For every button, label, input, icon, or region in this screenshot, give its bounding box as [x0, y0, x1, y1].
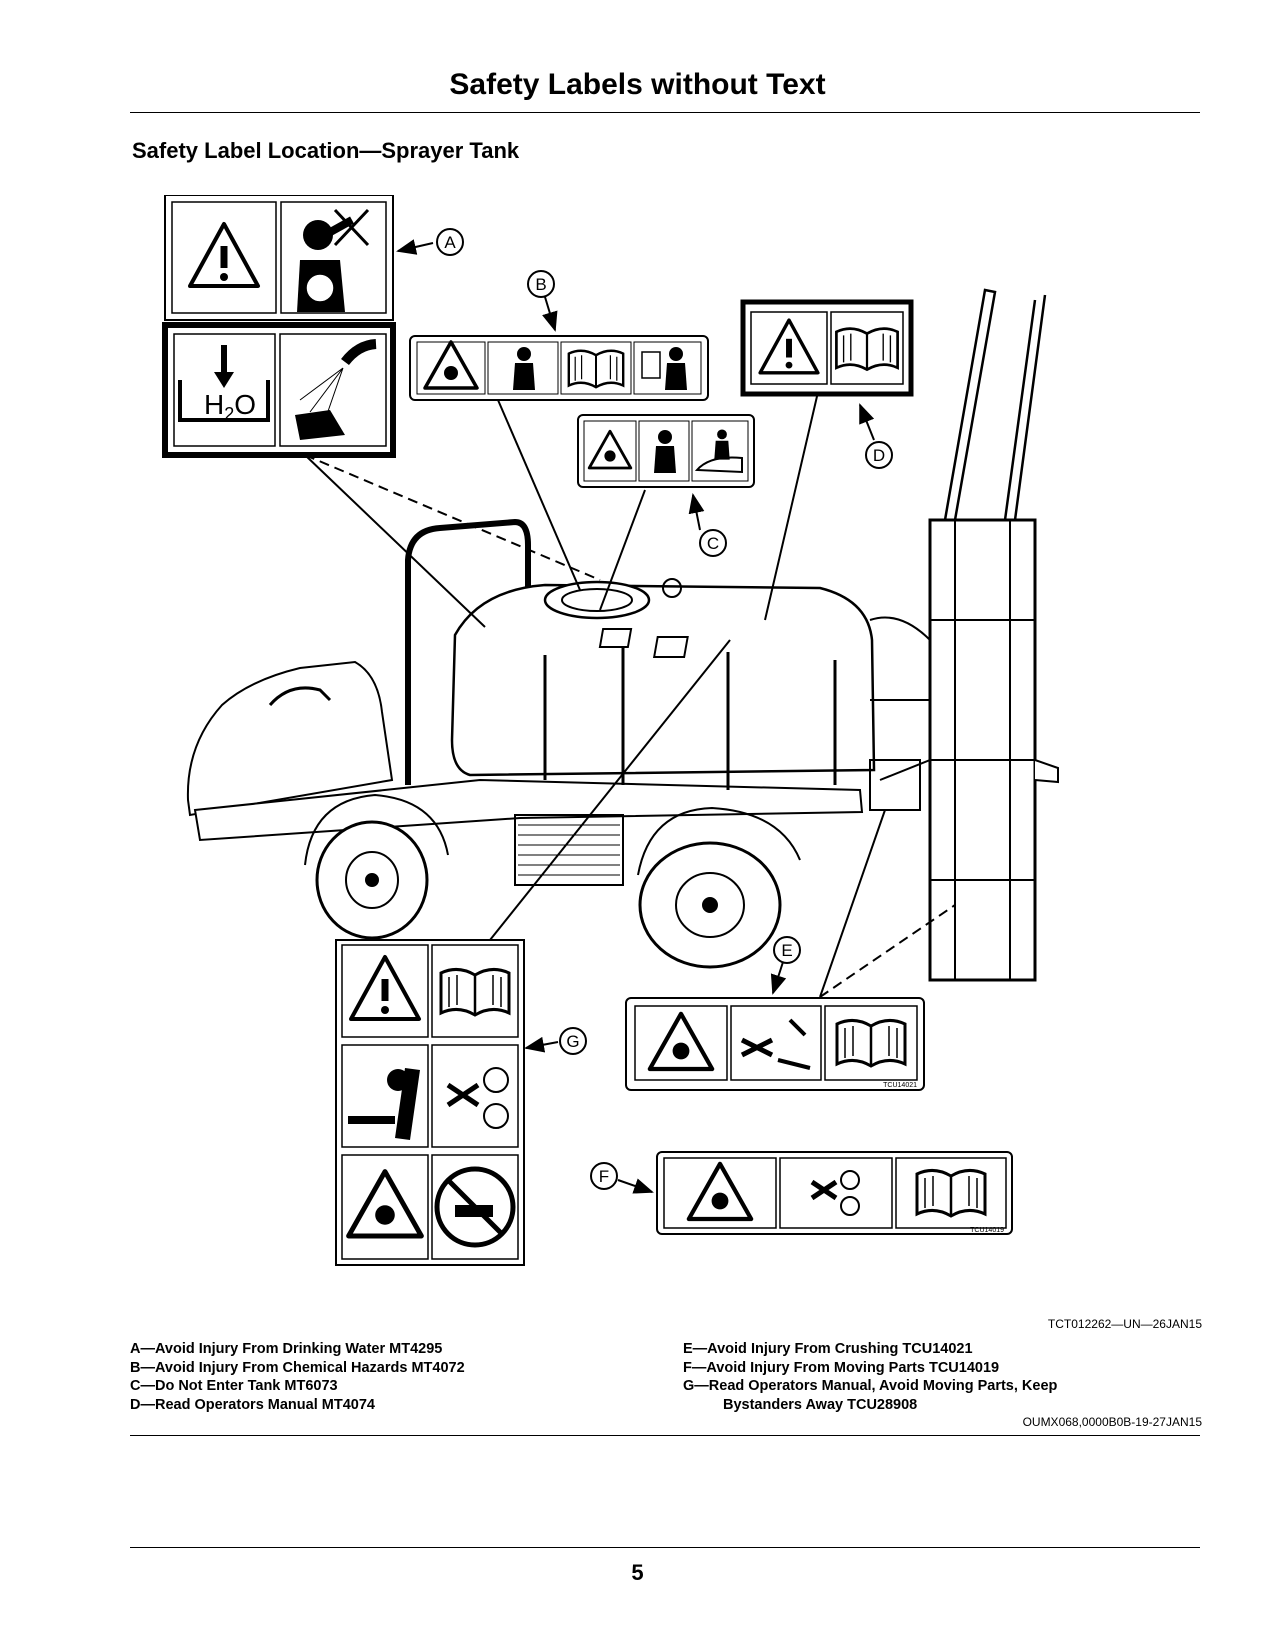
callout-b: B — [527, 270, 555, 298]
water-symbol-text: H2O — [204, 389, 256, 424]
section-end-rule — [130, 1435, 1200, 1436]
safety-label-c — [577, 414, 755, 488]
svg-text:A: A — [444, 233, 456, 252]
svg-text:G: G — [566, 1032, 579, 1051]
callout-e: E — [773, 936, 801, 964]
legend-right: E—Avoid Injury From Crushing TCU14021 F—… — [683, 1340, 1057, 1414]
legend-item-b: B—Avoid Injury From Chemical Hazards MT4… — [130, 1359, 465, 1376]
callout-a: A — [436, 228, 464, 256]
svg-text:D: D — [873, 446, 885, 465]
legend-item-c: C—Do Not Enter Tank MT6073 — [130, 1378, 338, 1394]
legend-item-g: G—Read Operators Manual, Avoid Moving Pa… — [683, 1378, 1058, 1394]
legend-item-e: E—Avoid Injury From Crushing TCU14021 — [683, 1341, 973, 1357]
safety-label-e: TCU14021 — [625, 997, 925, 1091]
legend-left: A—Avoid Injury From Drinking Water MT429… — [130, 1340, 465, 1414]
safety-label-f: TCU14019 — [656, 1151, 1013, 1235]
footer-rule — [130, 1547, 1200, 1548]
legend-item-a: A—Avoid Injury From Drinking Water MT429… — [130, 1341, 443, 1357]
callout-f: F — [590, 1162, 618, 1190]
page-number: 5 — [631, 1560, 644, 1585]
svg-text:B: B — [535, 275, 546, 294]
safety-label-a — [164, 195, 394, 321]
callout-g: G — [559, 1027, 587, 1055]
safety-label-d — [740, 299, 914, 397]
figure-code: TCT012262—UN—26JAN15 — [1047, 1317, 1202, 1331]
svg-text:C: C — [707, 534, 719, 553]
wash-icon — [295, 339, 377, 440]
legend-item-d: D—Read Operators Manual MT4074 — [130, 1396, 375, 1413]
safety-label-b — [409, 335, 709, 401]
label-e-code: TCU14021 — [883, 1082, 917, 1089]
label-f-code: TCU14019 — [970, 1227, 1004, 1234]
section-title: Safety Label Location—Sprayer Tank — [132, 138, 520, 163]
safety-label-a-wash: H2O — [162, 322, 396, 458]
svg-text:E: E — [781, 941, 792, 960]
page-title: Safety Labels without Text — [449, 68, 826, 101]
no-drinking-icon — [297, 208, 370, 312]
header-rule — [130, 112, 1200, 113]
safety-label-g — [335, 939, 525, 1266]
legend-item-g-continued: Bystanders Away TCU28908 — [723, 1396, 918, 1413]
safety-label-location-figure: H2O — [162, 195, 1059, 1266]
svg-text:F: F — [599, 1167, 609, 1186]
document-code: OUMX068,0000B0B-19-27JAN15 — [1022, 1415, 1202, 1429]
leader-lines — [304, 239, 956, 1194]
sprayer-vehicle-drawing — [186, 288, 1059, 982]
callout-c: C — [699, 529, 727, 557]
legend-item-f: F—Avoid Injury From Moving Parts TCU1401… — [683, 1359, 1000, 1376]
callout-d: D — [865, 441, 893, 469]
